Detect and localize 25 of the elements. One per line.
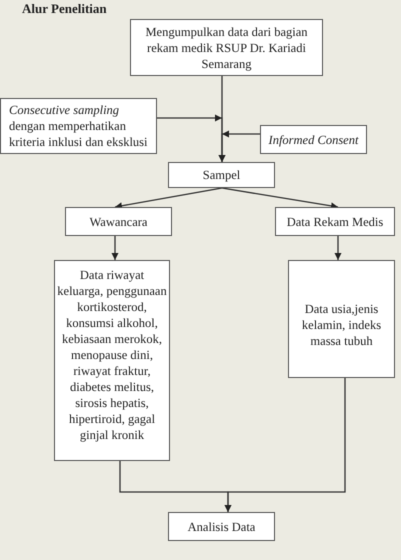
box-text: Mengumpulkan data dari bagian rekam medik RSUP Dr. Kariadi Semarang xyxy=(145,24,308,72)
arrow xyxy=(112,236,118,260)
process-box xyxy=(260,125,367,154)
box-text: Data riwayat keluarga, penggunaan kortikosterod, konsumsi alkohol, kebiasaan merokok, menopause dini, riwayat fraktur, diabetes melitus, sirosis hepatis, hipertiroid, gagal ginjal kronik xyxy=(57,267,167,443)
box-text: Sampel xyxy=(202,167,240,183)
process-box xyxy=(168,162,275,188)
arrow xyxy=(224,378,346,512)
diagram-title: Alur Penelitian xyxy=(22,1,107,17)
arrow xyxy=(114,187,222,210)
arrow xyxy=(218,130,260,162)
box-text: Wawancara xyxy=(90,214,148,230)
box-text: Consecutive sampling dengan memperhatikan kriteria inklusi dan eksklusi xyxy=(9,102,148,150)
process-box xyxy=(288,260,395,378)
box-text: Informed Consent xyxy=(268,132,358,148)
process-box xyxy=(54,260,170,461)
box-text: Analisis Data xyxy=(188,518,256,534)
process-box xyxy=(168,512,275,541)
process-box xyxy=(0,98,157,154)
arrow xyxy=(222,187,338,210)
box-text: Data Rekam Medis xyxy=(286,214,384,230)
arrow xyxy=(334,236,342,260)
process-box xyxy=(65,207,172,236)
box-text: Data usia,jenis kelamin, indeks massa tubuh xyxy=(300,301,382,349)
process-box xyxy=(130,19,323,76)
process-box xyxy=(275,207,395,236)
